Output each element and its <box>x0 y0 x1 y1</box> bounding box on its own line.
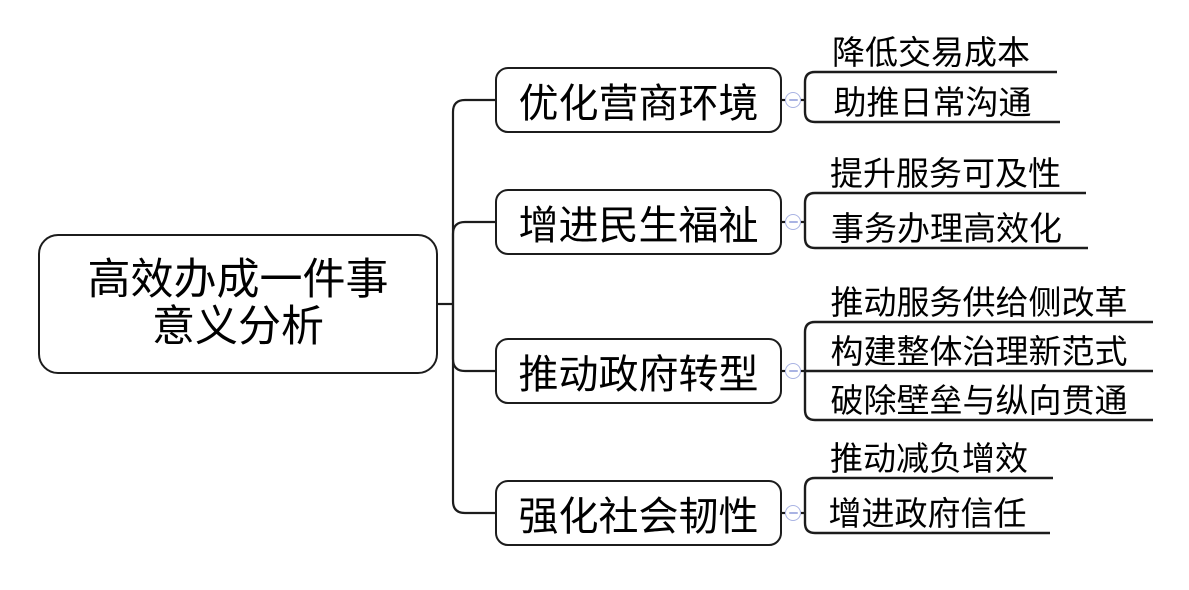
branch-node-4[interactable]: 强化社会韧性 <box>495 480 782 546</box>
collapse-toggle-3[interactable] <box>785 363 801 379</box>
collapse-toggle-1[interactable] <box>785 92 801 108</box>
leaf-node[interactable]: 破除壁垒与纵向贯通 <box>805 382 1153 422</box>
leaf-node[interactable]: 提升服务可及性 <box>805 155 1086 195</box>
leaf-node-label: 推动服务供给侧改革 <box>830 286 1128 322</box>
leaf-node-label: 助推日常沟通 <box>833 86 1032 122</box>
root-node[interactable]: 高效办成一件事 意义分析 <box>38 234 438 374</box>
minus-icon <box>788 512 798 514</box>
collapse-toggle-4[interactable] <box>785 505 801 521</box>
leaf-node[interactable]: 推动减负增效 <box>805 440 1053 480</box>
collapse-toggle-2[interactable] <box>785 214 801 230</box>
branch-node-1[interactable]: 优化营商环境 <box>495 67 782 133</box>
leaf-node-label: 降低交易成本 <box>832 36 1030 72</box>
leaf-node-label: 事务办理高效化 <box>831 212 1062 248</box>
branch-node-label: 推动政府转型 <box>518 352 759 397</box>
leaf-node[interactable]: 降低交易成本 <box>805 34 1057 74</box>
minus-icon <box>788 221 798 223</box>
branch-node-label: 优化营商环境 <box>518 81 759 126</box>
root-node-line2: 意义分析 <box>152 304 324 351</box>
leaf-node-label: 破除壁垒与纵向贯通 <box>830 384 1128 420</box>
leaf-node[interactable]: 增进政府信任 <box>805 495 1050 535</box>
leaf-node[interactable]: 推动服务供给侧改革 <box>805 284 1153 324</box>
leaf-node-label: 推动减负增效 <box>830 442 1028 478</box>
leaf-node-label: 提升服务可及性 <box>830 157 1061 193</box>
leaf-node-label: 增进政府信任 <box>828 497 1027 533</box>
leaf-node[interactable]: 事务办理高效化 <box>805 210 1088 250</box>
minus-icon <box>788 99 798 101</box>
branch-node-2[interactable]: 增进民生福祉 <box>495 189 782 255</box>
leaf-node[interactable]: 构建整体治理新范式 <box>805 333 1153 373</box>
root-node-line1: 高效办成一件事 <box>87 257 389 304</box>
minus-icon <box>788 370 798 372</box>
branch-node-3[interactable]: 推动政府转型 <box>495 338 782 404</box>
branch-node-label: 强化社会韧性 <box>518 494 759 539</box>
leaf-node[interactable]: 助推日常沟通 <box>805 84 1060 124</box>
leaf-node-label: 构建整体治理新范式 <box>830 335 1128 371</box>
branch-node-label: 增进民生福祉 <box>518 203 759 248</box>
